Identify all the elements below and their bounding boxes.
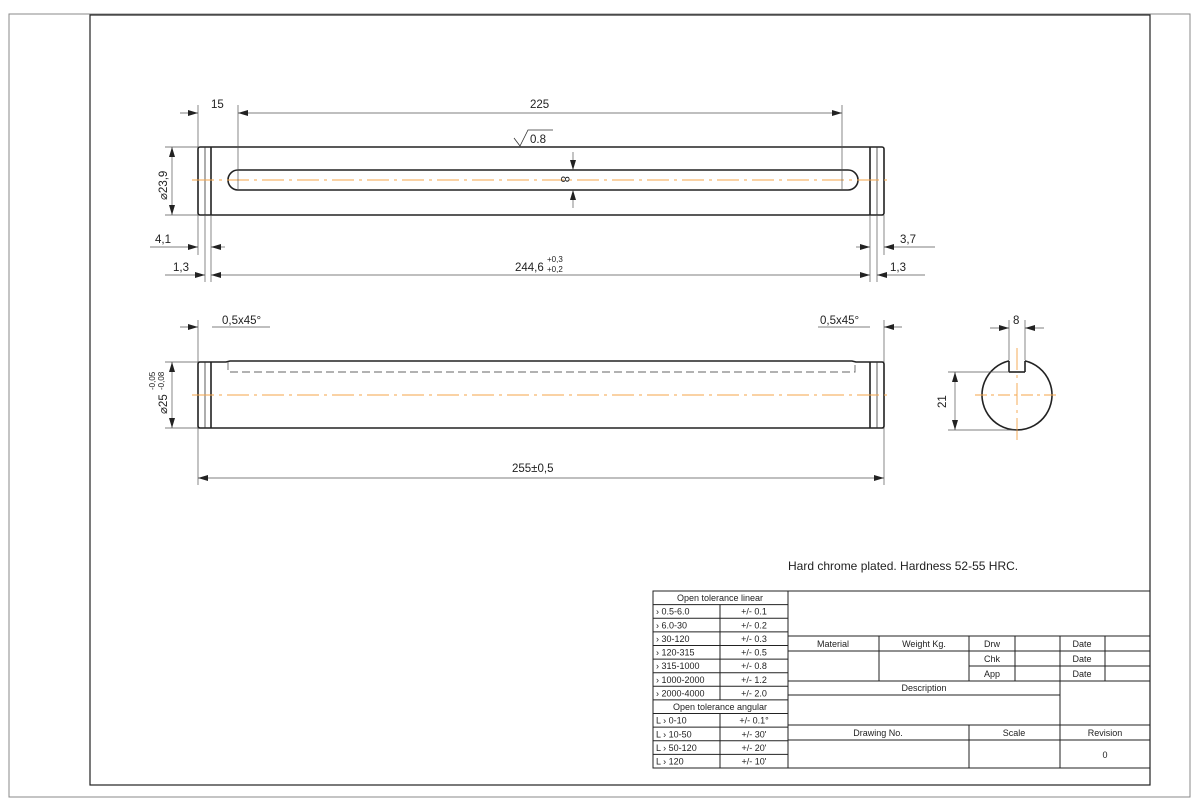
dim-diameter-side: ⌀25 (158, 394, 170, 414)
app-label: App (984, 669, 1000, 679)
surface-roughness-icon (513, 129, 553, 147)
dim-length-tol-upper: +0,3 (547, 255, 563, 264)
revision-value: 0 (1102, 750, 1107, 760)
dim-diameter-tol-lower: -0,08 (157, 371, 166, 390)
title-block: Open tolerance linear › 0.5-6.0 +/- 0.1 › 6… (652, 590, 1151, 769)
date-label-chk: Date (1072, 654, 1091, 664)
material-label: Material (817, 639, 849, 649)
dim-slot-width: 8 (558, 176, 570, 182)
scale-label: Scale (1003, 728, 1026, 738)
tolerance-range: › 0.5-6.0 (656, 607, 690, 617)
dim-groove-right: 3,7 (900, 234, 916, 246)
tolerance-range: L › 0-10 (656, 716, 687, 726)
tolerance-value: +/- 0.3 (741, 634, 767, 644)
drawing-no-label: Drawing No. (853, 728, 903, 738)
description-label: Description (901, 683, 946, 693)
dim-length-tol-lower: +0,2 (547, 265, 563, 274)
tolerance-range: L › 120 (656, 757, 684, 767)
tolerance-value: +/- 2.0 (741, 688, 767, 698)
dim-slot-length: 225 (530, 99, 549, 111)
dim-total-length: 255±0,5 (512, 463, 554, 475)
date-label-drw: Date (1072, 639, 1091, 649)
tolerance-range: › 120-315 (656, 648, 695, 658)
chamfer-left: 0,5x45° (222, 315, 261, 327)
tolerance-header: Open tolerance angular (673, 702, 767, 712)
dim-flat-height: 21 (937, 395, 949, 408)
tolerance-value: +/- 0.8 (741, 661, 767, 671)
drw-label: Drw (984, 639, 1000, 649)
chamfer-right: 0,5x45° (820, 315, 859, 327)
slot (227, 169, 859, 191)
side-view: 0,5x45° 0,5x45° ⌀25 -0,05 -0,08 255±0,5 (148, 315, 902, 485)
surface-roughness-value: 0.8 (530, 134, 546, 146)
tolerance-range: › 2000-4000 (656, 688, 705, 698)
tolerance-range: › 1000-2000 (656, 675, 705, 685)
tolerance-value: +/- 0.1 (741, 607, 767, 617)
dim-groove-left: 4,1 (155, 234, 171, 246)
chk-label: Chk (984, 654, 1001, 664)
dim-length: 244,6 (515, 262, 544, 274)
tolerance-value: +/- 0.1° (739, 716, 769, 726)
top-view: 0.8 15 225 ⌀23,9 8 4,1 3,7 1,3 1,3 244,6… (150, 99, 935, 282)
tolerance-header: Open tolerance linear (677, 593, 763, 603)
tolerance-value: +/- 20' (742, 743, 767, 753)
dim-slot-offset: 15 (211, 99, 224, 111)
dim-flat-width: 8 (1013, 315, 1019, 327)
tolerance-value: +/- 0.2 (741, 620, 767, 630)
outer-frame (8, 13, 1191, 798)
dim-diameter-tol-upper: -0,05 (148, 371, 157, 390)
tolerance-value: +/- 30' (742, 729, 767, 739)
inner-frame (89, 14, 1151, 786)
dim-diameter-top: ⌀23,9 (158, 171, 170, 200)
tolerance-range: › 315-1000 (656, 661, 700, 671)
tolerance-range: L › 50-120 (656, 743, 697, 753)
section-view: 8 21 (937, 315, 1060, 442)
date-label-app: Date (1072, 669, 1091, 679)
tolerance-range: › 6.0-30 (656, 620, 687, 630)
tolerance-value: +/- 0.5 (741, 648, 767, 658)
tolerance-value: +/- 10' (742, 757, 767, 767)
tolerance-range: › 30-120 (656, 634, 690, 644)
revision-label: Revision (1088, 728, 1123, 738)
dim-groove-width-left: 1,3 (173, 262, 189, 274)
tolerance-range: L › 10-50 (656, 729, 692, 739)
plating-note: Hard chrome plated. Hardness 52-55 HRC. (788, 559, 1018, 573)
weight-label: Weight Kg. (902, 639, 946, 649)
dim-groove-width-right: 1,3 (890, 262, 906, 274)
tolerance-value: +/- 1.2 (741, 675, 767, 685)
